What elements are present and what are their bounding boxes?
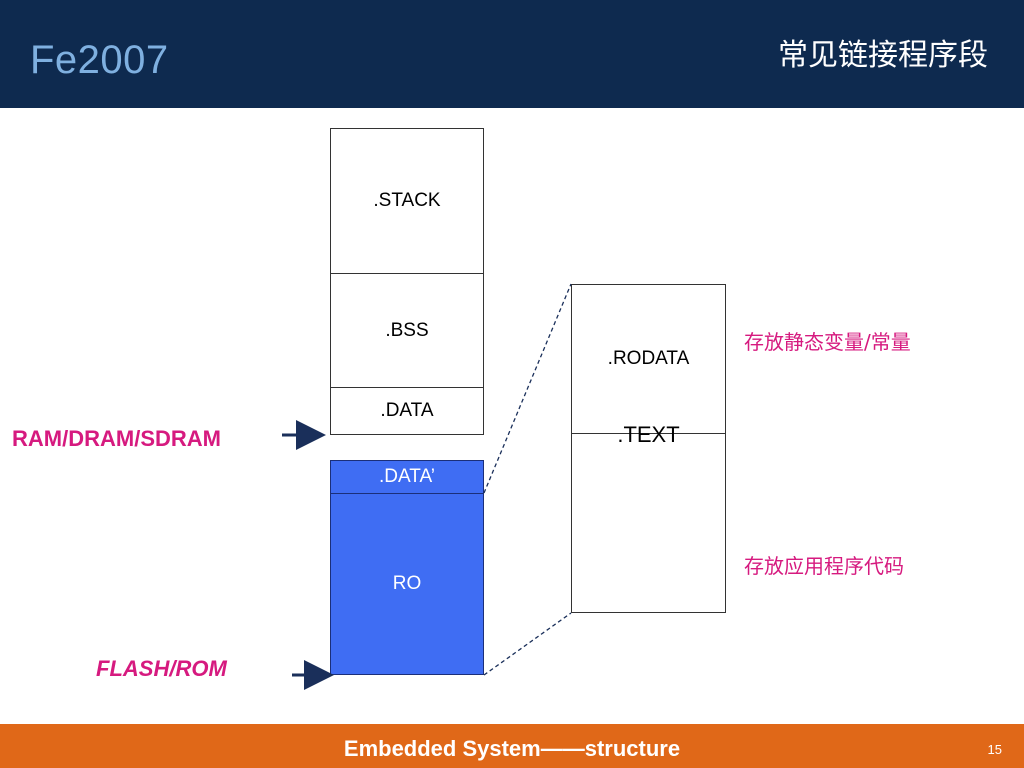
segment-text: .TEXT: [571, 422, 726, 613]
segment-text-label: .TEXT: [617, 422, 680, 447]
segment-stack-label: .STACK: [373, 190, 441, 211]
page-number: 15: [987, 742, 1002, 757]
segment-data: .DATA: [330, 387, 484, 435]
dashed-line-top: [483, 283, 572, 494]
brand-title: Fe2007: [30, 38, 169, 82]
segment-ro: RO: [330, 493, 484, 675]
segment-rodata: .RODATA: [571, 284, 726, 434]
note-text: 存放应用程序代码: [744, 554, 904, 578]
dashed-line-bottom: [483, 612, 572, 676]
segment-data-prime-label: .DATA’: [379, 466, 435, 487]
footer-bar: [0, 724, 1024, 768]
note-rodata: 存放静态变量/常量: [744, 330, 911, 354]
segment-data-prime: .DATA’: [330, 460, 484, 494]
segment-ro-label: RO: [392, 573, 422, 594]
footer-title: Embedded System——structure: [343, 736, 681, 761]
segment-rodata-label: .RODATA: [607, 348, 690, 369]
slide-title: 常见链接程序段: [778, 38, 988, 73]
label-ram: RAM/DRAM/SDRAM: [12, 426, 221, 451]
segment-bss: .BSS: [330, 273, 484, 388]
header-bar: [0, 0, 1024, 108]
segment-stack: .STACK: [330, 128, 484, 274]
segment-data-label: .DATA: [380, 400, 434, 421]
segment-bss-label: .BSS: [385, 319, 429, 341]
label-flash: FLASH/ROM: [96, 656, 227, 681]
